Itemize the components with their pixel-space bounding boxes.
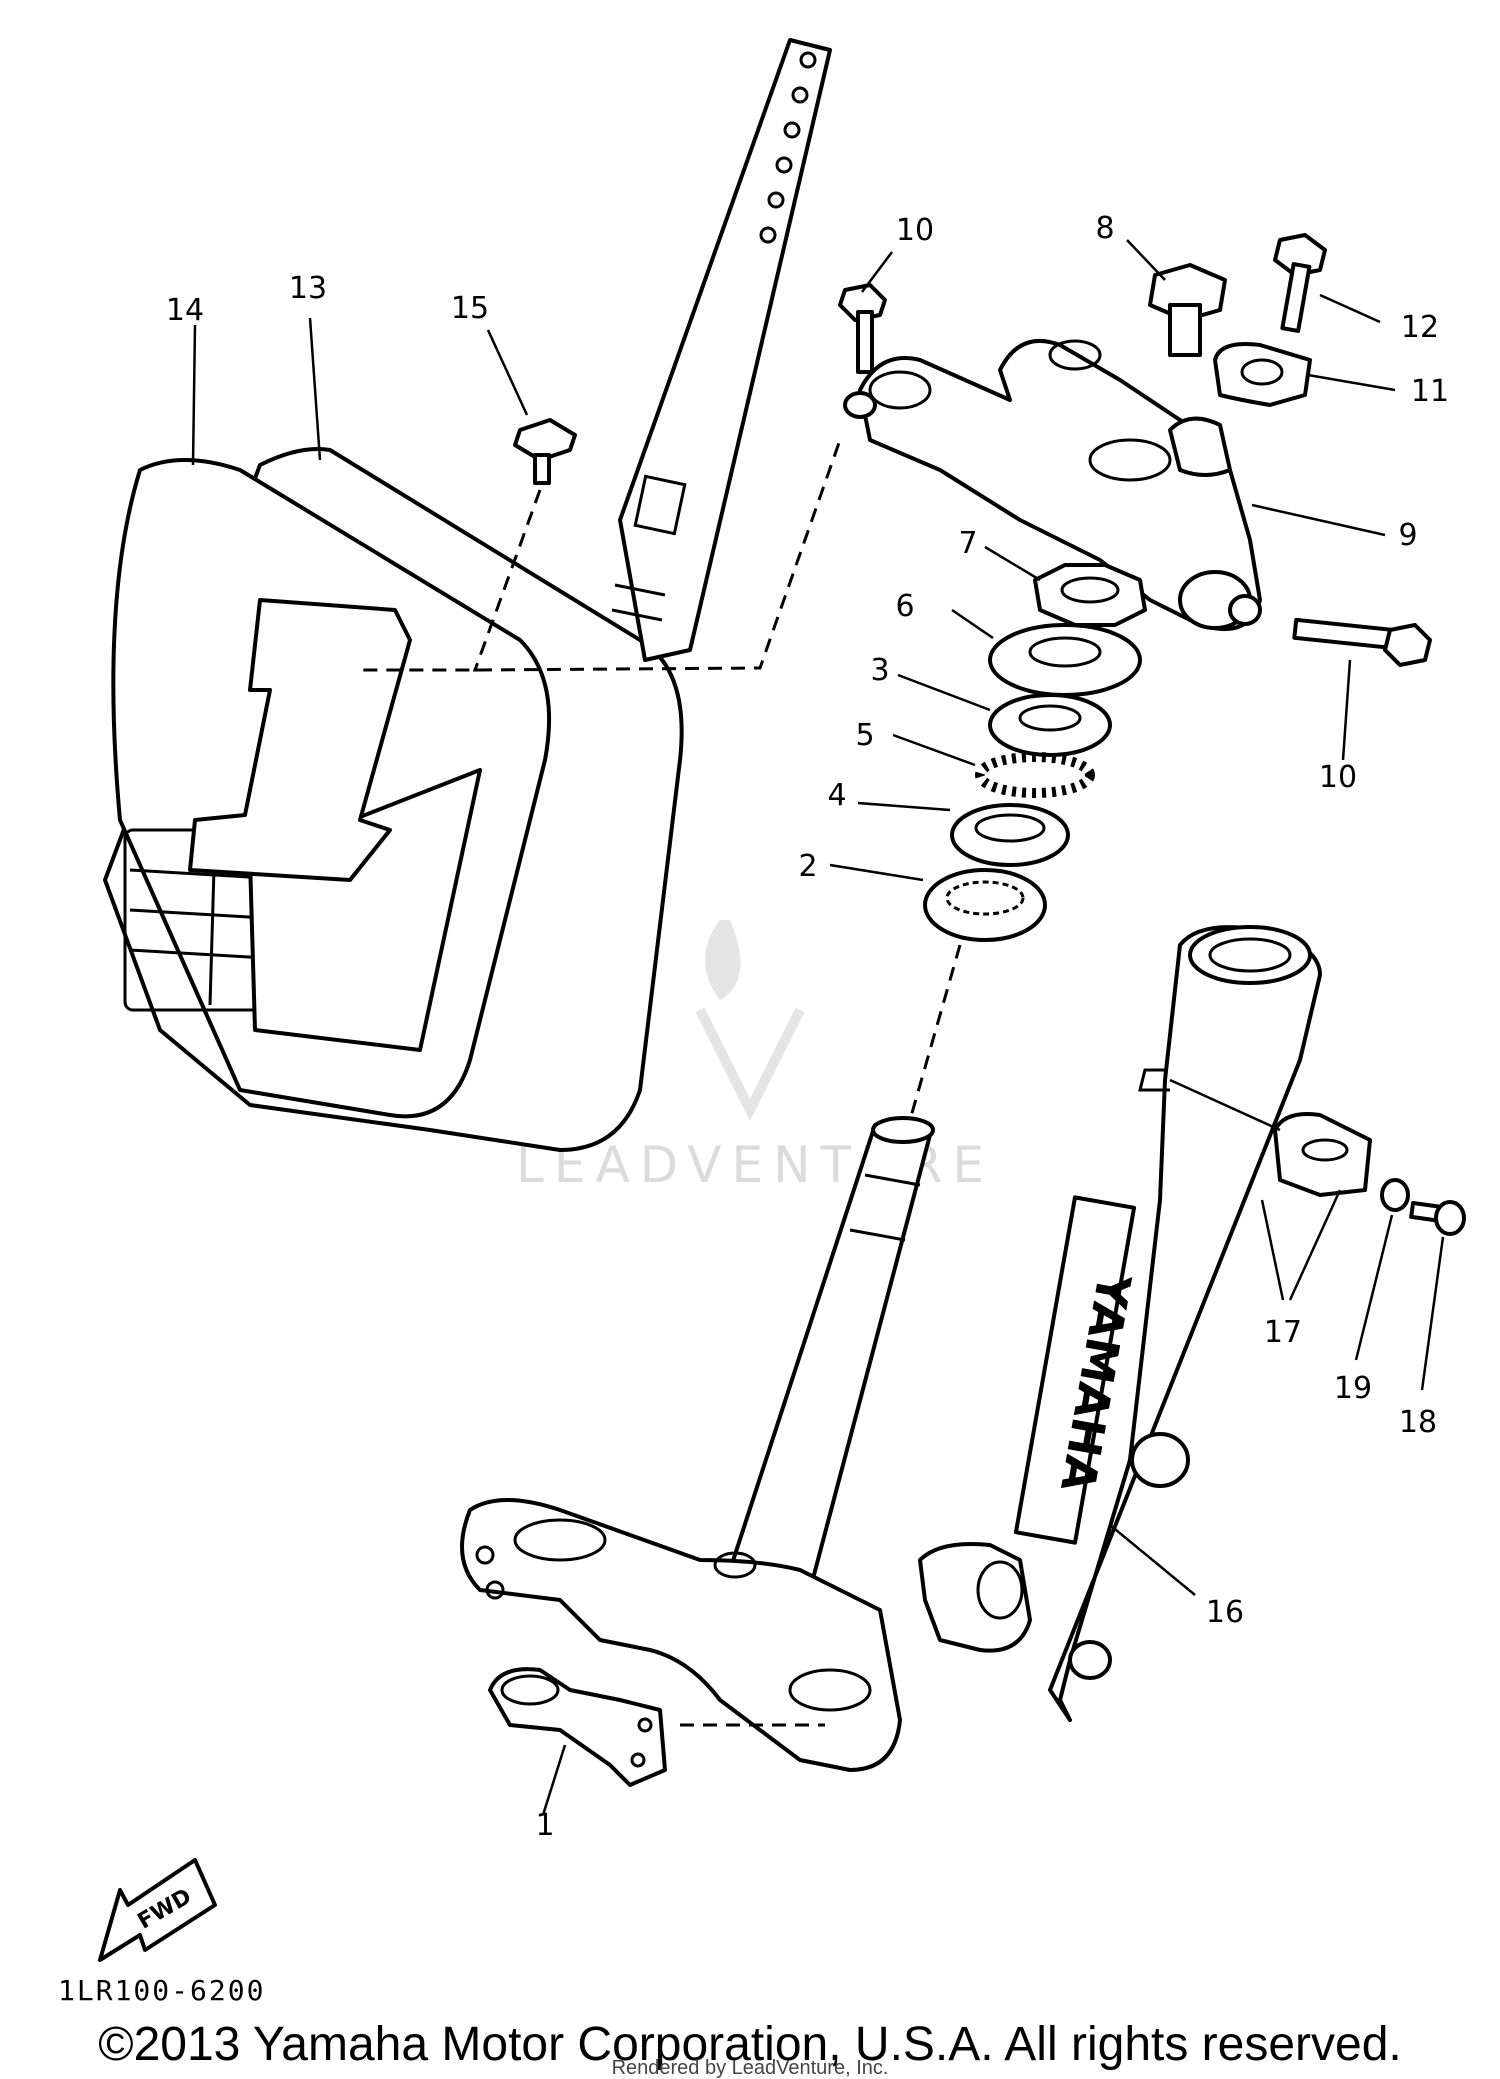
label-8: 8 — [1095, 211, 1114, 246]
bolt-8[interactable] — [1148, 263, 1227, 357]
label-1: 1 — [535, 1808, 554, 1843]
leader-lines — [191, 239, 1445, 1816]
label-2: 2 — [798, 849, 817, 884]
copyright-text: ©2013 Yamaha Motor Corporation, U.S.A. A… — [98, 2018, 1402, 2071]
plate-strap[interactable] — [611, 38, 832, 662]
label-15: 15 — [451, 291, 489, 326]
callout-labels: 1 2 3 4 5 6 7 8 9 10 10 11 12 13 14 15 1… — [166, 211, 1449, 1843]
ball-race-5[interactable] — [975, 752, 1095, 798]
guide-leader — [1169, 1078, 1281, 1132]
label-4: 4 — [827, 778, 846, 813]
label-18: 18 — [1399, 1405, 1437, 1440]
strap-body — [618, 38, 832, 662]
bearing-2[interactable] — [923, 868, 1047, 942]
dash-plate-bracket — [477, 439, 842, 672]
label-16: 16 — [1206, 1595, 1244, 1630]
upper-bracket-9[interactable] — [843, 339, 1262, 632]
label-19: 19 — [1334, 1371, 1372, 1406]
washer-6[interactable] — [988, 623, 1142, 697]
label-10-right: 10 — [1319, 760, 1357, 795]
label-10-top: 10 — [896, 213, 934, 248]
axle-boss — [918, 1542, 1032, 1653]
holder-11[interactable] — [1213, 342, 1312, 407]
label-11: 11 — [1411, 374, 1449, 409]
number-plate[interactable]: 1 — [103, 447, 684, 1152]
bracket-1[interactable] — [488, 1667, 667, 1787]
under-bracket-body — [460, 1498, 902, 1772]
bolt-12[interactable] — [1273, 233, 1327, 333]
bolt-10-top[interactable] — [838, 283, 887, 374]
rendered-by-text: Rendered by LeadVenture, Inc. — [612, 2057, 889, 2079]
under-bracket[interactable] — [460, 1116, 935, 1772]
label-6: 6 — [895, 589, 914, 624]
watermark-v-icon — [695, 1007, 805, 1122]
label-3: 3 — [870, 653, 889, 688]
bolt-10-right[interactable] — [1292, 617, 1432, 667]
label-9: 9 — [1398, 518, 1417, 553]
label-13: 13 — [289, 271, 327, 306]
fork-leg-16[interactable]: YAMAHA — [918, 925, 1322, 1722]
seal-3[interactable] — [988, 693, 1112, 757]
label-5: 5 — [855, 718, 874, 753]
label-7: 7 — [958, 526, 977, 561]
plate-number-outline — [188, 598, 412, 882]
dash-plate-bolt — [360, 489, 542, 672]
dash-bearing-stem — [908, 944, 962, 1121]
bolt-15[interactable] — [513, 418, 577, 485]
label-17: 17 — [1264, 1315, 1302, 1350]
bearing-4[interactable] — [950, 803, 1070, 867]
guide-17[interactable] — [1273, 1112, 1372, 1197]
steering-stem — [728, 1123, 932, 1592]
washer-19[interactable] — [1380, 1178, 1410, 1212]
fwd-arrow-icon — [98, 1858, 217, 1962]
screw-18[interactable] — [1409, 1200, 1466, 1236]
watermark-flame-icon — [705, 920, 741, 1000]
fork-brand-panel — [1013, 1195, 1137, 1545]
fwd-arrow: FWD — [98, 1858, 217, 1962]
ring-nut-7[interactable] — [1033, 563, 1147, 627]
label-12: 12 — [1401, 310, 1439, 345]
diagram-code: 1LR100-6200 — [58, 1974, 265, 2007]
label-14: 14 — [166, 293, 204, 328]
